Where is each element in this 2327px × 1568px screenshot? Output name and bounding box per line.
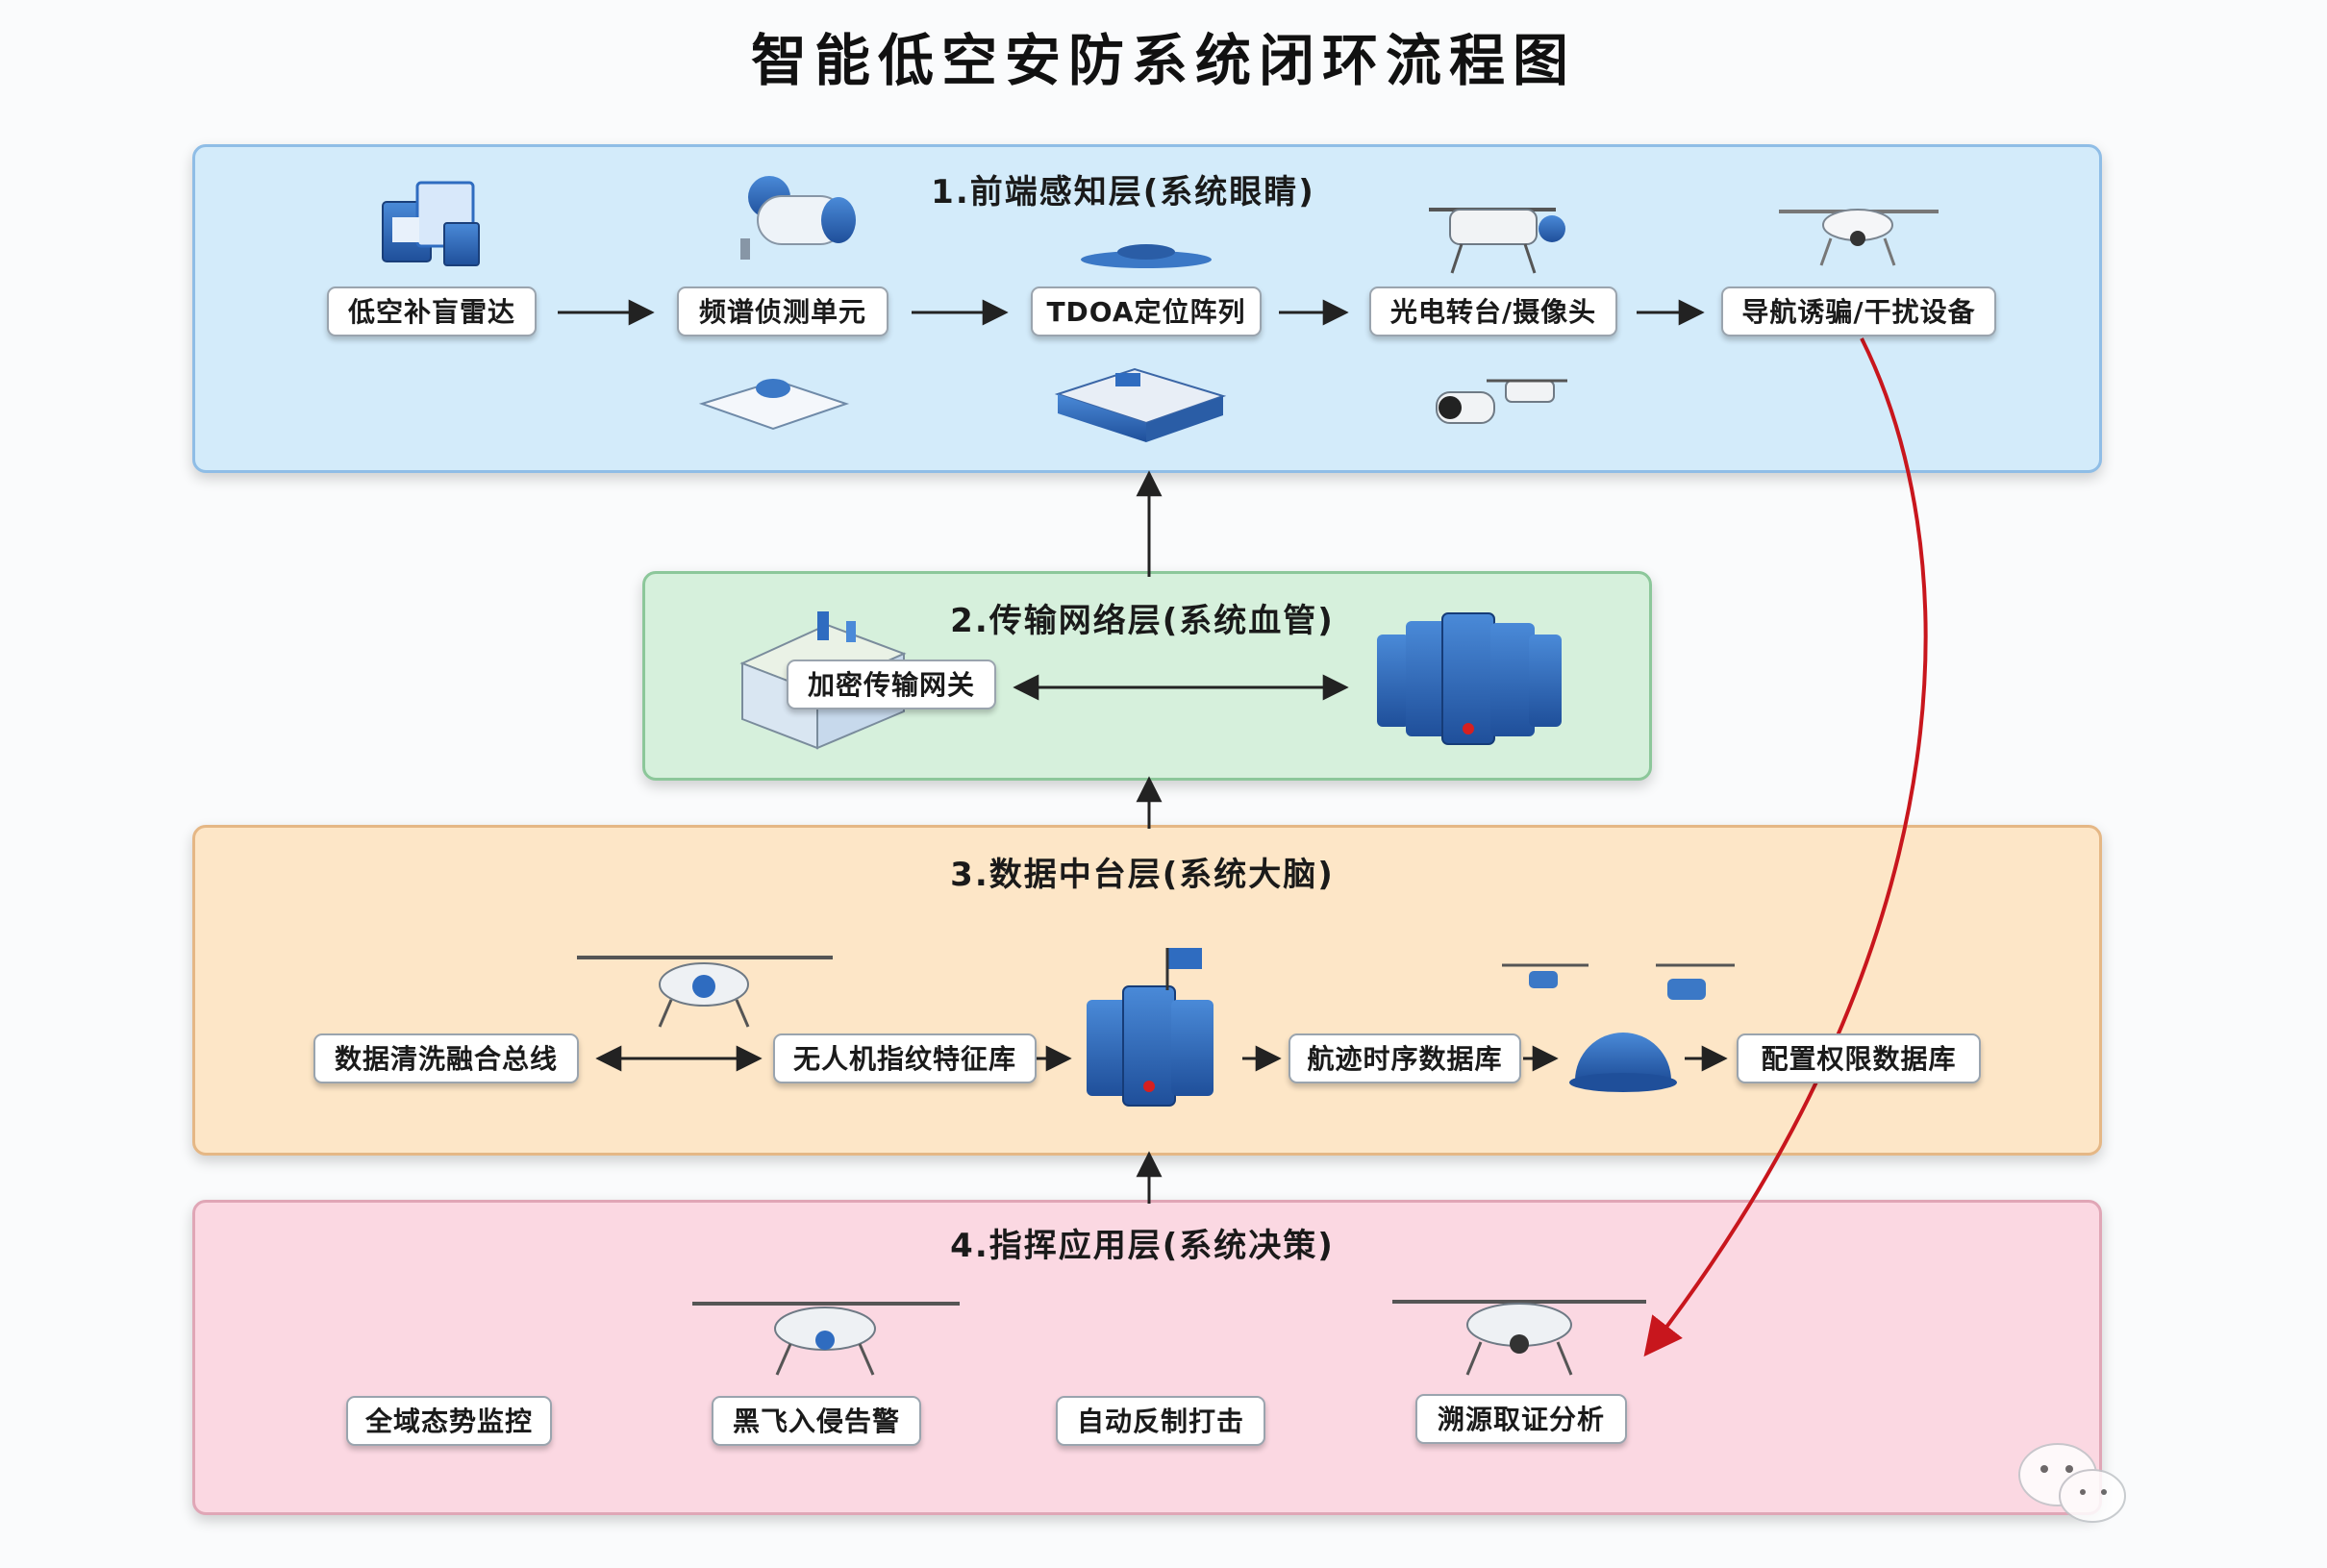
- jammer-drone-icon: [1779, 209, 1939, 266]
- camera-cluster-icon: [1436, 379, 1567, 424]
- radar-base-icon: [698, 379, 850, 431]
- node-traceback-forensics: 溯源取证分析: [1415, 1394, 1627, 1444]
- radar-panel-icon: [382, 181, 480, 266]
- layer2-title: 2.传输网络层(系统血管): [950, 602, 1335, 640]
- node-data-fusion-bus: 数据清洗融合总线: [313, 1033, 579, 1083]
- node-auto-countermeasure: 自动反制打击: [1056, 1396, 1265, 1446]
- node-optical-camera: 光电转台/摄像头: [1369, 286, 1617, 336]
- layer-command: [192, 1200, 2102, 1515]
- drone-icon: [1392, 1300, 1646, 1376]
- tdoa-antenna-icon: [1081, 244, 1212, 268]
- node-low-altitude-radar: 低空补盲雷达: [327, 286, 537, 336]
- server-rack-icon: [1377, 612, 1562, 745]
- node-drone-fingerprint-db: 无人机指纹特征库: [773, 1033, 1037, 1083]
- node-spectrum-detection: 频谱侦测单元: [677, 286, 888, 336]
- node-situation-monitoring: 全域态势监控: [346, 1396, 552, 1446]
- node-track-timeseries-db: 航迹时序数据库: [1289, 1033, 1521, 1083]
- radome-icon: [1502, 963, 1735, 1092]
- node-config-permission-db: 配置权限数据库: [1737, 1033, 1981, 1083]
- tdoa-array-box-icon: [1054, 367, 1227, 442]
- server-rack-icon: [1087, 948, 1214, 1107]
- layer3-title: 3.数据中台层(系统大脑): [950, 856, 1335, 894]
- drone-icon: [692, 1302, 960, 1376]
- feedback-arrow: [1643, 337, 1928, 1357]
- node-navigation-jammer: 导航诱骗/干扰设备: [1721, 286, 1996, 336]
- layer4-title: 4.指挥应用层(系统决策): [950, 1227, 1335, 1265]
- wechat-logo-icon: [2018, 1443, 2126, 1523]
- diagram-title: 智能低空安防系统闭环流程图: [750, 28, 1576, 93]
- layer1-title: 1.前端感知层(系统眼睛): [931, 173, 1315, 212]
- node-encrypted-gateway: 加密传输网关: [787, 660, 996, 709]
- node-intrusion-alarm: 黑飞入侵告警: [712, 1396, 921, 1446]
- camera-drone-icon: [1429, 208, 1565, 274]
- node-tdoa-array: TDOA定位阵列: [1031, 286, 1262, 336]
- spectrum-sensor-icon: [740, 176, 856, 260]
- drone-icon: [577, 956, 833, 1028]
